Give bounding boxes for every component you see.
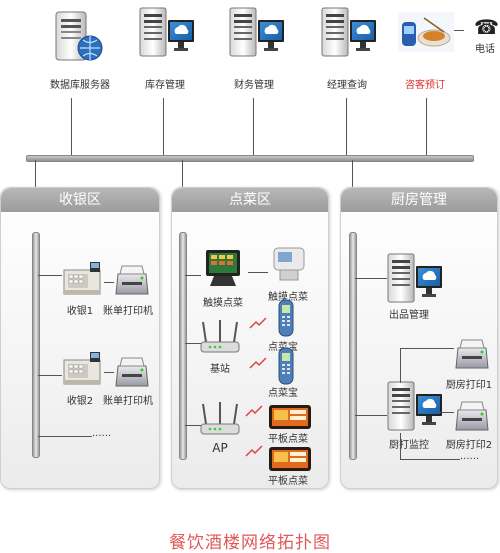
database-server-label: 数据库服务器 (50, 80, 110, 91)
cashier-2-label: 收银2 (66, 396, 94, 407)
base-station-icon (198, 318, 242, 358)
cash-register-icon (60, 256, 104, 296)
finance-label: 财务管理 (234, 80, 274, 91)
cashier-1-label: 收银1 (66, 306, 94, 317)
bill-printer-1-label: 账单打印机 (103, 306, 153, 317)
kitchen-pole (349, 232, 357, 460)
cashier-pole (32, 232, 40, 458)
kitchen-more: ...... (460, 451, 480, 462)
manager-query-label: 经理查询 (327, 80, 367, 91)
ordering-area-panel: 点菜区 (171, 187, 329, 489)
printer-icon (112, 260, 152, 300)
database-server-icon (55, 11, 103, 61)
printer-icon (112, 352, 152, 392)
access-point-icon (198, 400, 242, 440)
server-tower-icon (386, 252, 446, 306)
handheld-order-2-label: 点菜宝 (268, 388, 298, 399)
telephone-icon: ☎ (474, 15, 499, 39)
handheld-order-icon (274, 298, 298, 338)
touch-order-1-label: 触摸点菜 (203, 298, 243, 309)
telephone-label: 电话 (475, 44, 495, 55)
server-tower-icon (138, 6, 198, 60)
access-point-label: AP (212, 441, 228, 455)
wireless-signal-icon (248, 316, 268, 330)
tablet-order-icon (268, 446, 312, 472)
inventory-label: 库存管理 (145, 80, 185, 91)
kitchen-print-monitor-label: 厨打监控 (389, 440, 429, 451)
tablet-order-icon (268, 404, 312, 430)
dispatch-management-label: 出品管理 (389, 310, 429, 321)
touch-terminal-icon (200, 248, 248, 288)
reservation-label: 咨客预订 (405, 80, 445, 91)
handheld-order-icon (274, 346, 298, 386)
base-station-label: 基站 (210, 364, 230, 375)
cashier-more: ...... (92, 428, 112, 439)
kitchen-area-title: 厨房管理 (341, 188, 497, 212)
handheld-order-1-label: 点菜宝 (268, 342, 298, 353)
server-tower-icon (228, 6, 288, 60)
ordering-pole (179, 232, 187, 460)
wireless-signal-icon (248, 356, 268, 370)
tablet-order-1-label: 平板点菜 (268, 434, 308, 445)
cashier-area-title: 收银区 (1, 188, 159, 212)
wireless-signal-icon (244, 404, 264, 418)
server-tower-icon (386, 380, 446, 434)
printer-icon (452, 334, 492, 374)
kitchen-printer-2-label: 厨房打印2 (445, 440, 493, 451)
kiosk-icon (270, 244, 310, 284)
kitchen-printer-1-label: 厨房打印1 (445, 380, 493, 391)
cashier-area-panel: 收银区 (0, 187, 160, 489)
server-tower-icon (320, 6, 380, 60)
diagram-caption: 餐饮酒楼网络拓扑图 (169, 533, 331, 553)
reservation-icon (398, 12, 454, 52)
tablet-order-2-label: 平板点菜 (268, 476, 308, 487)
network-bus (26, 155, 474, 162)
printer-icon (452, 396, 492, 436)
kitchen-area-panel: 厨房管理 (340, 187, 498, 489)
cash-register-icon (60, 346, 104, 386)
touch-order-2-label: 触摸点菜 (268, 292, 308, 303)
ordering-area-title: 点菜区 (172, 188, 328, 212)
wireless-signal-icon (244, 444, 264, 458)
bill-printer-2-label: 账单打印机 (103, 396, 153, 407)
